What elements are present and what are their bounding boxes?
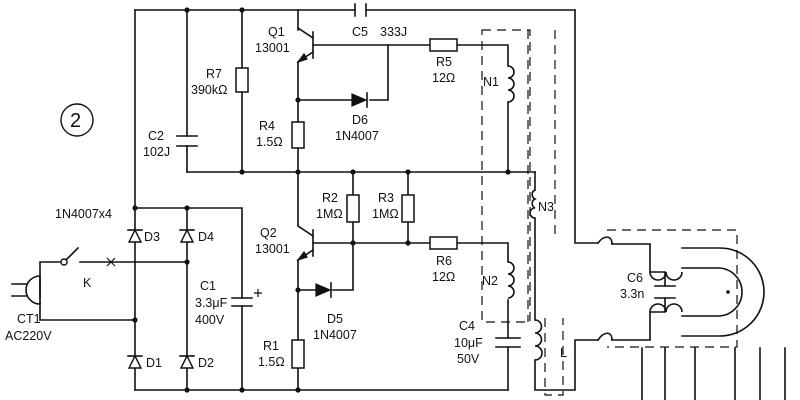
label-r1-value: 1.5Ω [258,355,285,369]
label-c2-value: 102J [143,145,170,159]
figure-number: 2 [70,110,81,132]
label-c5-ref: C5 [352,25,368,39]
polarity-plus-icon [254,289,262,297]
label-d1: D1 [146,356,162,370]
label-ct1-value: AC220V [5,329,52,343]
label-n3: N3 [538,200,554,214]
label-r6-ref: R6 [436,254,452,268]
label-r5-ref: R5 [436,55,452,69]
label-ct1-ref: CT1 [17,312,41,326]
label-d5-ref: D5 [327,312,343,326]
label-q1-model: 13001 [255,41,290,55]
coil-n2 [507,261,515,299]
lamp-tube [596,229,786,400]
label-c1-value1: 3.3μF [195,296,228,310]
label-d4: D4 [198,230,214,244]
label-c1-ref: C1 [200,279,216,293]
ac-plug-icon [11,275,41,305]
resistor-r5 [429,38,458,52]
resistor-r7 [235,67,249,93]
label-c4-value1: 10μF [454,336,483,350]
resistor-r4 [291,121,305,149]
label-c1-value2: 400V [195,313,225,327]
transistor-q2 [296,224,315,262]
label-d6-ref: D6 [352,113,368,127]
resistor-r3 [401,194,415,223]
diode-d2 [179,354,195,369]
label-r3-ref: R3 [378,191,394,205]
label-c4-ref: C4 [459,319,475,333]
transistor-q1 [296,26,315,64]
coil-n1 [507,65,515,103]
label-r6-value: 12Ω [432,270,455,284]
label-r3-value: 1MΩ [372,207,399,221]
label-c4-value2: 50V [457,352,480,366]
label-r4-ref: R4 [259,119,275,133]
label-c6-ref: C6 [627,271,643,285]
resistor-r1 [291,339,305,369]
label-r4-value: 1.5Ω [256,135,283,149]
label-d6-model: 1N4007 [335,129,379,143]
label-q2-ref: Q2 [260,226,277,240]
label-d5-model: 1N4007 [313,328,357,342]
label-r2-ref: R2 [322,191,338,205]
cross-mark-icon [106,257,116,267]
diode-d1 [127,354,143,369]
resistor-r2 [346,194,360,223]
diode-d6 [351,92,368,108]
label-l: L [560,346,567,360]
label-r2-value: 1MΩ [316,207,343,221]
label-d3: D3 [144,230,160,244]
coil-n3 [529,189,537,219]
transformer-outline [481,29,564,396]
figure-number-circle [60,103,94,137]
label-r1-ref: R1 [263,339,279,353]
label-r5-value: 12Ω [432,71,455,85]
label-n2: N2 [482,274,498,288]
resistor-r6 [429,236,458,250]
label-bridge: 1N4007x4 [55,207,112,221]
label-r7-value: 390kΩ [191,83,227,97]
coil-l [534,319,543,361]
label-c6-value: 3.3n [620,287,644,301]
label-r7-ref: R7 [206,67,222,81]
label-q1-ref: Q1 [268,25,285,39]
junctions [132,7,511,393]
switch-k-contact [60,258,68,266]
label-d2: D2 [198,356,214,370]
label-c2-ref: C2 [148,129,164,143]
label-c5-value: 333J [380,25,407,39]
label-n1: N1 [483,75,499,89]
wires [39,3,599,391]
diode-d5 [315,282,332,298]
diode-d3 [127,228,143,243]
label-k: K [83,276,92,290]
diode-d4 [179,228,195,243]
label-q2-model: 13001 [255,242,290,256]
